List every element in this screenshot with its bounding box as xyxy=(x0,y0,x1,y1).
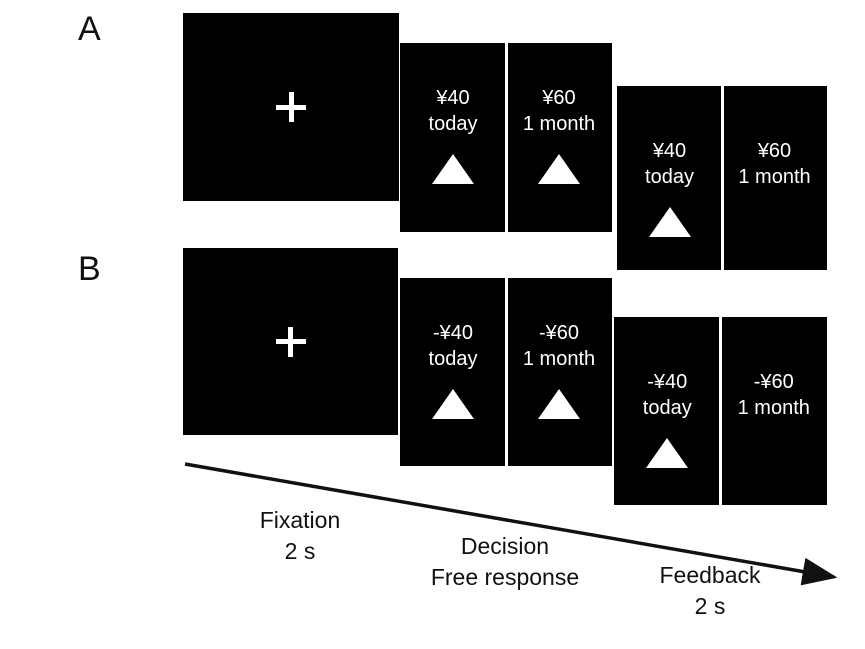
stage-label: Decision xyxy=(460,533,550,559)
option-delay: today xyxy=(428,113,478,135)
fixation-cross-icon xyxy=(275,326,306,357)
panel-b-decision-screen: -¥40 today -¥60 1 month xyxy=(400,278,612,466)
panel-b-feedback-screen: -¥40 today -¥60 1 month xyxy=(614,317,827,505)
option-amount: -¥60 xyxy=(753,371,794,393)
screen-divider xyxy=(504,278,508,466)
option-marker-wrap xyxy=(754,207,796,237)
feedback-option-right: ¥60 1 month xyxy=(722,86,827,270)
timeline-stage-feedback: Feedback 2 s xyxy=(610,560,810,622)
panel-a-fixation-screen xyxy=(183,13,399,201)
option-marker-wrap xyxy=(648,207,691,237)
panel-label-b: B xyxy=(78,250,101,288)
option-marker-wrap xyxy=(432,154,474,184)
triangle-up-icon xyxy=(538,389,580,419)
option-marker-wrap xyxy=(646,438,689,468)
stage-label: Fixation xyxy=(259,507,341,533)
option-delay: 1 month xyxy=(522,113,596,135)
stage-label: Feedback xyxy=(659,562,761,588)
screen-divider xyxy=(720,86,724,270)
option-amount: -¥40 xyxy=(647,371,688,393)
panel-b-fixation-screen xyxy=(183,248,398,435)
option-amount: ¥40 xyxy=(436,87,470,109)
decision-option-left[interactable]: -¥40 today xyxy=(400,278,506,466)
triangle-up-icon xyxy=(432,154,474,184)
option-delay: 1 month xyxy=(737,397,810,419)
feedback-option-left: -¥40 today xyxy=(614,317,721,505)
option-delay: today xyxy=(642,397,692,419)
panel-label-a: A xyxy=(78,10,101,48)
decision-option-right[interactable]: -¥60 1 month xyxy=(506,278,612,466)
option-amount: -¥40 xyxy=(432,322,474,344)
option-delay: today xyxy=(428,348,478,370)
triangle-up-icon xyxy=(648,207,691,237)
triangle-up-icon xyxy=(646,438,689,468)
option-marker-wrap xyxy=(753,438,795,468)
option-amount: ¥60 xyxy=(542,87,576,109)
stage-duration: Free response xyxy=(430,564,580,590)
triangle-up-icon xyxy=(538,154,580,184)
fixation-cross-icon xyxy=(276,92,306,122)
option-delay: 1 month xyxy=(738,166,811,188)
decision-option-left[interactable]: ¥40 today xyxy=(400,43,506,232)
option-marker-wrap xyxy=(538,154,580,184)
option-marker-wrap xyxy=(538,389,580,419)
triangle-up-icon xyxy=(432,389,474,419)
feedback-option-left: ¥40 today xyxy=(617,86,722,270)
option-delay: 1 month xyxy=(522,348,596,370)
option-marker-wrap xyxy=(432,389,474,419)
feedback-option-right: -¥60 1 month xyxy=(721,317,828,505)
panel-a-decision-screen: ¥40 today ¥60 1 month xyxy=(400,43,612,232)
timeline-stage-decision: Decision Free response xyxy=(400,531,610,593)
stage-duration: 2 s xyxy=(284,538,316,564)
screen-divider xyxy=(504,43,508,232)
screen-divider xyxy=(719,317,722,505)
panel-a-feedback-screen: ¥40 today ¥60 1 month xyxy=(617,86,827,270)
option-amount: ¥40 xyxy=(652,140,687,162)
option-amount: ¥60 xyxy=(757,140,792,162)
option-amount: -¥60 xyxy=(538,322,580,344)
stage-duration: 2 s xyxy=(694,593,726,619)
option-delay: today xyxy=(645,166,694,188)
timeline-stage-fixation: Fixation 2 s xyxy=(200,505,400,567)
decision-option-right[interactable]: ¥60 1 month xyxy=(506,43,612,232)
